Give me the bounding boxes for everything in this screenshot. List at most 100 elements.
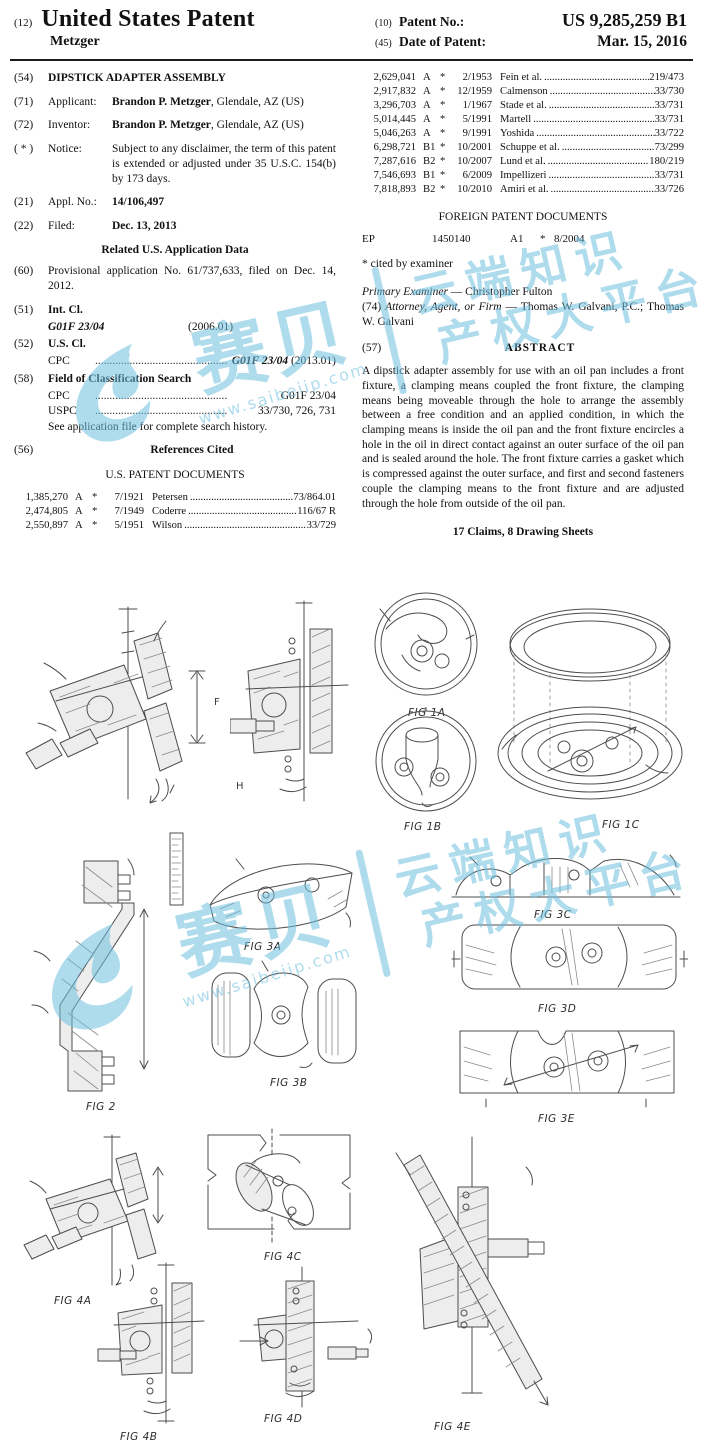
ref-name: Impellizeri <box>500 169 547 181</box>
ref-kind: B1 <box>423 141 436 153</box>
ref-kind: A <box>423 72 431 83</box>
figure-assembly-exploded <box>16 593 216 811</box>
ref-date: 12/1959 <box>457 85 492 97</box>
leader-dots: ........................................… <box>550 183 655 195</box>
primary-examiner-value: — Christopher Fulton <box>447 286 553 299</box>
figure-4e: FIG 4E <box>376 1131 572 1433</box>
ref-class: 33/731 <box>654 113 684 125</box>
primary-examiner-label: Primary Examiner <box>362 286 448 299</box>
ref-star: * <box>440 141 446 153</box>
foreign-number: 1450140 <box>432 233 471 246</box>
notice-label: Notice: <box>48 143 82 156</box>
inventor-label: Inventor: <box>48 119 91 132</box>
us-cl-year: (2013.01) <box>290 355 336 368</box>
ref-star: * <box>92 506 98 518</box>
ref-name: Coderre <box>152 506 187 518</box>
figure-3b: FIG 3B <box>204 951 364 1089</box>
ref-class: 33/729 <box>306 520 336 532</box>
inid-22: (22) <box>14 220 34 233</box>
leader-dots: ........................................… <box>548 169 655 181</box>
patent-date: Mar. 15, 2016 <box>597 33 687 50</box>
inventor-name: Brandon P. Metzger <box>112 119 211 132</box>
inventor-location: , Glendale, AZ (US) <box>210 119 304 132</box>
figure-1c: FIG 1C <box>486 595 694 831</box>
ref-date: 10/2007 <box>457 155 492 167</box>
ref-kind: B1 <box>423 169 436 181</box>
ref-star: * <box>440 169 446 181</box>
ref-class: 33/730 <box>654 85 684 97</box>
us-patent-docs-heading: U.S. PATENT DOCUMENTS <box>105 469 245 482</box>
field-cpc-label: CPC <box>48 389 70 402</box>
ref-star: * <box>440 85 446 97</box>
ref-star: * <box>92 520 98 532</box>
header: (12) United States Patent Metzger (10) P… <box>0 0 703 57</box>
figure-4e-label: FIG 4E <box>434 1421 471 1433</box>
figure-1a-label: FIG 1A <box>408 707 446 719</box>
appl-no-value: 14/106,497 <box>112 196 165 209</box>
ref-class: 116/67 R <box>297 506 336 518</box>
figure-3e: FIG 3E <box>446 1017 688 1125</box>
figure-4c-label: FIG 4C <box>264 1251 302 1263</box>
ref-kind: A <box>423 113 431 125</box>
leader-dots: ........................................… <box>548 99 655 111</box>
ref-kind: A <box>423 127 431 139</box>
ref-date: 5/1951 <box>114 520 144 532</box>
ref-number: 5,046,263 <box>373 127 416 139</box>
ref-name: Calmenson <box>500 85 548 97</box>
leader-dots: ........................................… <box>95 405 228 418</box>
inid-21: (21) <box>14 196 34 209</box>
figure-3b-label: FIG 3B <box>270 1077 308 1089</box>
leader-dots: ........................................… <box>189 492 294 504</box>
ref-name: Petersen <box>152 492 188 504</box>
inid-58: (58) <box>14 372 34 385</box>
header-rule <box>10 59 693 61</box>
ref-number: 3,296,703 <box>373 99 416 111</box>
leader-dots: ........................................… <box>95 355 228 368</box>
figure-3c-label: FIG 3C <box>534 909 572 921</box>
ref-name: Fein et al. <box>500 72 543 83</box>
foreign-star: * <box>540 233 546 246</box>
inid-74: (74) <box>362 300 382 313</box>
ref-class: 33/731 <box>654 99 684 111</box>
ref-number: 2,917,832 <box>373 85 416 97</box>
ref-date: 5/1991 <box>462 113 492 125</box>
arrow-letter: H <box>236 781 244 792</box>
ref-number: 6,298,721 <box>373 141 416 153</box>
ref-number: 2,550,897 <box>25 520 68 532</box>
inid-54: (54) <box>14 72 34 84</box>
figure-3c: FIG 3C <box>444 847 688 921</box>
dimension-letter: F <box>214 697 220 708</box>
field-search-note: See application file for complete search… <box>48 420 268 433</box>
ref-number: 7,287,616 <box>373 155 416 167</box>
leader-dots: ........................................… <box>544 72 650 83</box>
leader-dots: ........................................… <box>536 127 655 139</box>
inid-56: (56) <box>14 443 34 456</box>
ref-class: 33/726 <box>654 183 684 195</box>
figure-3e-label: FIG 3E <box>538 1113 575 1125</box>
attorney-line: (74) Attorney, Agent, or Firm — Thomas W… <box>362 300 684 329</box>
figure-3d-label: FIG 3D <box>538 1003 577 1015</box>
ref-number: 2,474,805 <box>25 506 68 518</box>
figure-3d: FIG 3D <box>450 917 688 1015</box>
left-column: (54) DIPSTICK ADAPTER ASSEMBLY (71) Appl… <box>14 71 336 569</box>
ref-number: 1,385,270 <box>25 492 68 504</box>
figure-1b-label: FIG 1B <box>404 821 442 833</box>
figure-2: FIG 2 <box>24 855 166 1113</box>
ref-name: Schuppe et al. <box>500 141 560 153</box>
ref-kind: A <box>75 492 83 504</box>
ref-class: 180/219 <box>649 155 684 167</box>
ref-date: 6/2009 <box>462 169 492 181</box>
ref-kind: B2 <box>423 183 436 195</box>
ref-star: * <box>440 127 446 139</box>
inid-72: (72) <box>14 119 34 132</box>
